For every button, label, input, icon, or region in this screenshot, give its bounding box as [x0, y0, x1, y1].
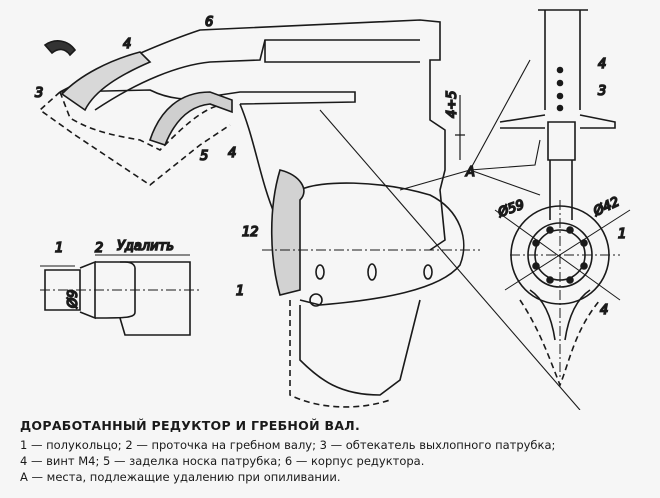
label-d9: Ø9 [66, 289, 81, 309]
bolt-holes [532, 66, 588, 284]
caption-line-2: 4 — винт М4; 5 — заделка носка патрубка;… [20, 454, 425, 468]
label-d59: Ø59 [495, 198, 526, 222]
label-3-left: 3 [35, 86, 43, 101]
gearbox-front-view [494, 9, 631, 388]
label-5: 5 [200, 149, 208, 164]
label-1-right: 1 [618, 227, 626, 242]
caption-title: ДОРАБОТАННЫЙ РЕДУКТОР И ГРЕБНОЙ ВАЛ. [20, 418, 361, 433]
label-12: 12 [242, 225, 259, 240]
caption-line-1: 1 — полукольцо; 2 — проточка на гребном … [20, 438, 556, 452]
propeller-shaft [40, 254, 200, 336]
label-4-right-top: 4 [598, 57, 606, 72]
gearbox-body-side-view [38, 19, 480, 408]
label-2-shaft: 2 [95, 241, 103, 256]
label-d42: Ø42 [590, 195, 622, 220]
label-6: 6 [205, 15, 213, 30]
label-A: A [465, 165, 475, 180]
figure-caption: ДОРАБОТАННЫЙ РЕДУКТОР И ГРЕБНОЙ ВАЛ. 1 —… [20, 418, 660, 485]
label-1-shaft: 1 [55, 241, 63, 256]
label-4-mid: 4 [228, 146, 236, 161]
gearbox-drawing: 6 4 3 5 4 4÷5 A 12 1 1 2 Удалить Ø9 Ø59 … [34, 9, 631, 410]
caption-line-3: А — места, подлежащие удалению при опили… [20, 470, 341, 484]
label-4-right-bottom: 4 [600, 303, 608, 318]
label-3-right: 3 [598, 84, 606, 99]
label-1-left: 1 [236, 284, 244, 299]
label-remove: Удалить [117, 239, 174, 254]
label-4-top: 4 [123, 37, 131, 52]
label-4to5: 4÷5 [445, 91, 460, 118]
leader-lines-A [319, 59, 581, 410]
